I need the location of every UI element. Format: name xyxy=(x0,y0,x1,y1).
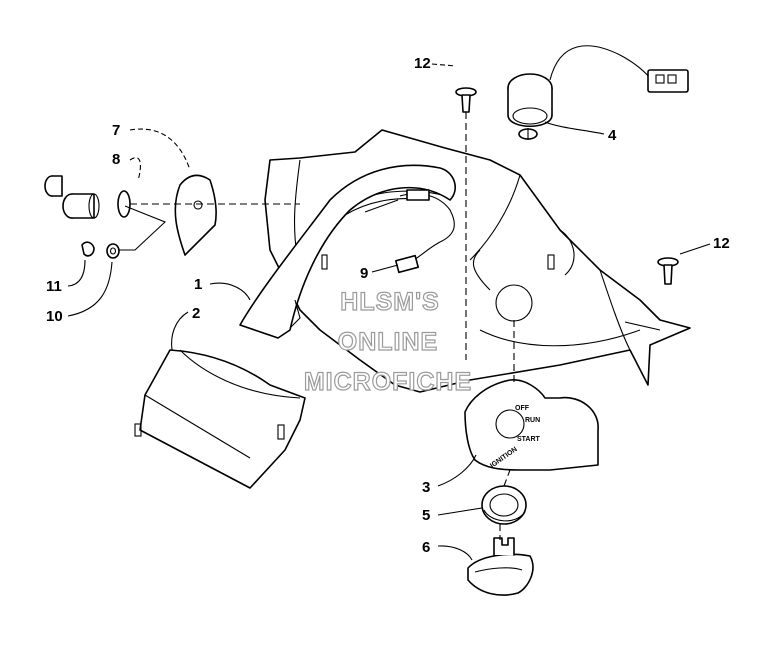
watermark-line-1: HLSM'S xyxy=(340,288,439,316)
part-9-wiring-harness xyxy=(364,189,455,274)
part-2-lower-cover xyxy=(134,349,306,489)
part-8-lamp-socket xyxy=(44,175,131,219)
callouts: 7 8 11 10 1 2 12 4 12 9 3 5 6 xyxy=(46,55,730,561)
watermark-line-2: ONLINE xyxy=(338,328,438,356)
part-5-bezel-nut xyxy=(481,485,527,525)
callout-9: 9 xyxy=(360,265,368,282)
callout-8: 8 xyxy=(112,151,120,168)
callout-1: 1 xyxy=(194,276,202,293)
callout-7: 7 xyxy=(112,122,120,139)
callout-11: 11 xyxy=(46,278,62,295)
callout-5: 5 xyxy=(422,507,430,524)
callout-2: 2 xyxy=(192,305,200,322)
callout-4: 4 xyxy=(608,127,617,144)
callout-3: 3 xyxy=(422,479,430,496)
console-housing xyxy=(264,129,691,393)
part-10-washer xyxy=(106,243,120,259)
label-start: START xyxy=(517,436,541,443)
watermark-line-3: MICROFICHE xyxy=(304,368,472,396)
watermark: HLSM'S ONLINE MICROFICHE xyxy=(303,287,472,396)
assembly-lines xyxy=(118,112,515,540)
label-run: RUN xyxy=(525,417,540,424)
part-11-lens xyxy=(81,241,95,257)
part-4-switch-with-cable xyxy=(507,45,689,140)
part-12-screw-right xyxy=(657,257,679,285)
part-6-key xyxy=(467,537,534,596)
callout-6: 6 xyxy=(422,539,430,556)
callout-12-right: 12 xyxy=(713,235,730,252)
part-3-ignition-plate: OFF RUN START IGNITION xyxy=(464,379,599,471)
part-7-bracket xyxy=(174,174,217,256)
label-off: OFF xyxy=(515,405,530,412)
callout-12-top: 12 xyxy=(414,55,431,72)
part-12-screw-top xyxy=(455,87,477,113)
callout-10: 10 xyxy=(46,308,63,325)
